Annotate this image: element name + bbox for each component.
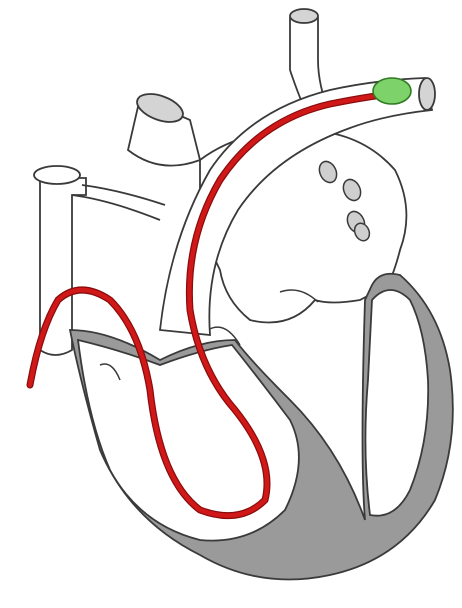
right-ventricle-cavity [78, 340, 299, 541]
top-vessel-opening [290, 9, 318, 23]
svc-opening [34, 166, 80, 184]
aortic-branch [128, 89, 200, 166]
superior-vena-cava [34, 166, 165, 355]
pulmonary-artery-opening [419, 78, 435, 110]
balloon-tip-icon [373, 78, 411, 104]
